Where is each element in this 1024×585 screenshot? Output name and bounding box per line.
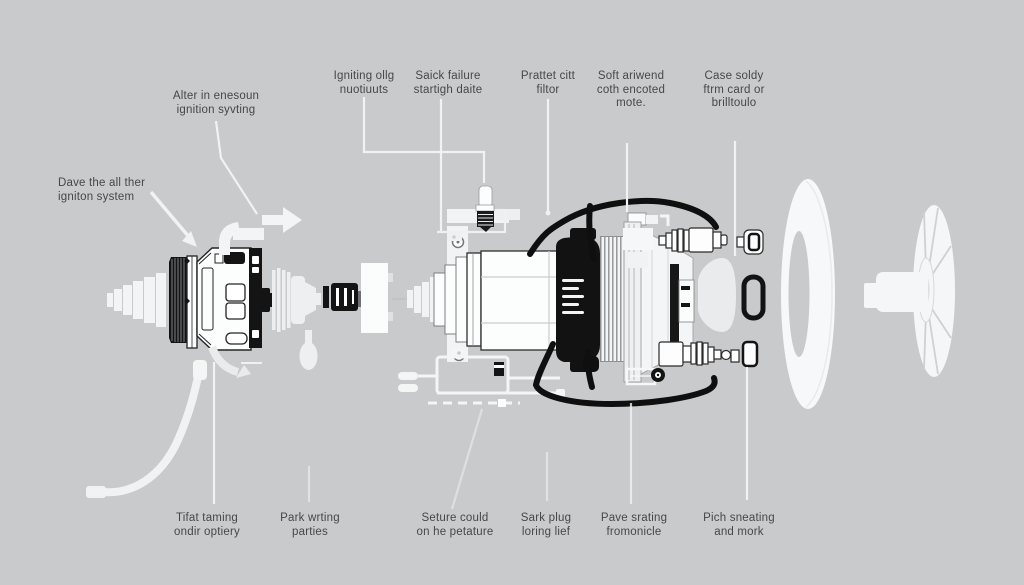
ghost-plug-part (272, 268, 321, 332)
label-line: Pave srating (600, 512, 668, 524)
spacer-box-part (361, 263, 407, 333)
ht-cables-part (527, 198, 719, 408)
label-line: startigh daite (413, 83, 483, 96)
label-line: parties (292, 525, 328, 538)
label-line: nuotiuuts (339, 83, 389, 96)
label-line: ftrm card or (703, 83, 765, 96)
leader-dot-prattet (545, 210, 551, 216)
leader-dave-arrow (149, 190, 191, 239)
pulley-disc-part (781, 179, 835, 409)
label-alter: Alter in enesoun ignition syvting (173, 90, 259, 117)
label-pich: Pich sneating and mork (703, 512, 775, 539)
label-case: Case soldy ftrm card or brilltoulo (703, 70, 764, 111)
label-line: brilltoulo (711, 97, 757, 109)
label-line: mote. (616, 97, 646, 109)
label-pave: Pave srating fromonicle (601, 512, 667, 539)
distributor-body-part (184, 247, 272, 351)
label-line: Prattet citt (520, 70, 576, 82)
arrowhead-dave (182, 231, 197, 247)
label-line: filtor (536, 83, 560, 96)
label-line: Saick failure (415, 70, 481, 82)
bolt-part (651, 368, 665, 382)
leader-alter (214, 120, 258, 215)
label-line: Case soldy (704, 70, 764, 82)
motor-body-part (433, 250, 558, 351)
label-tifat: Tifat taming ondir optiery (174, 512, 240, 539)
label-soft: Soft ariwend coth encoted mote. (597, 70, 665, 111)
bellows-part (600, 236, 625, 362)
shaft-taper-part (107, 273, 166, 327)
label-line: fromonicle (606, 525, 662, 538)
fan-shaft-part (864, 272, 928, 312)
label-line: loring lief (521, 525, 571, 538)
label-line: Sark plug (520, 512, 572, 524)
cable-clamp-part (583, 356, 599, 372)
leader-seture (450, 408, 484, 510)
label-line: Soft ariwend (597, 70, 665, 82)
label-line: Igniting ollg (333, 70, 395, 82)
label-saick: Saick failure startigh daite (414, 70, 483, 97)
leader-lines (149, 97, 749, 510)
cap-housing-part (623, 212, 695, 386)
label-line: Tifat taming (175, 512, 239, 524)
label-sark: Sark plug loring lief (521, 512, 571, 539)
o-ring-part (741, 274, 766, 321)
cone-part (698, 258, 736, 332)
spark-plug-bottom-part (658, 341, 740, 367)
ghost-cable-part (86, 360, 207, 498)
label-seture: Seture could on he petature (417, 512, 494, 539)
label-park: Park wrting parties (280, 512, 340, 539)
ghost-bulb-part (299, 330, 318, 370)
label-line: Park wrting (280, 512, 340, 524)
label-line: ondir optiery (174, 525, 240, 538)
label-line: ignition syvting (176, 103, 256, 116)
label-line: Seture could (421, 512, 489, 524)
coupler-part (323, 283, 362, 311)
label-line: on he petature (416, 525, 494, 538)
label-prattet: Prattet citt filtor (521, 70, 575, 97)
label-line: Pich sneating (703, 512, 775, 524)
flow-arrows (208, 207, 302, 378)
drive-gear-part (169, 257, 189, 343)
small-spark-plug-part (475, 185, 495, 232)
label-line: coth encoted (596, 83, 666, 96)
plug-cap-top-part (736, 229, 764, 255)
label-line: Dave the all ther (58, 177, 146, 189)
label-line: igniton system (58, 190, 135, 203)
label-dave: Dave the all ther igniton system (58, 177, 145, 204)
motor-taper-part (407, 277, 436, 322)
spark-plug-top-part (658, 227, 728, 253)
label-line: and mork (714, 525, 764, 538)
label-line: Alter in enesoun (172, 90, 260, 102)
leader-igniting (362, 97, 486, 183)
label-igniting: Igniting ollg nuotiuuts (334, 70, 395, 97)
plug-cap-bottom-part (741, 340, 759, 368)
